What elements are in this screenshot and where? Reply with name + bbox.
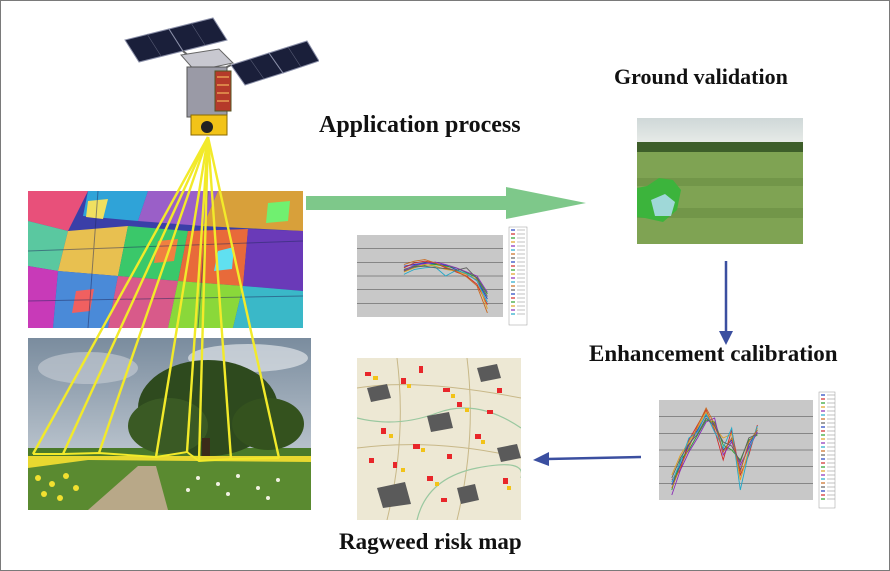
flow-arrow-left — [533, 452, 641, 466]
ground-validation-photo — [637, 118, 803, 244]
spectral-chart-2 — [645, 386, 837, 520]
series-line — [671, 412, 758, 491]
series-line — [671, 407, 758, 489]
series-line — [671, 408, 758, 481]
series-line — [403, 264, 488, 295]
legend-box — [508, 226, 528, 326]
satellite-illustration — [119, 15, 319, 145]
flow-arrow-down — [719, 261, 733, 345]
process-arrow — [306, 187, 586, 219]
series-line — [403, 259, 488, 314]
application-process-label: Application process — [319, 112, 521, 138]
series-line — [671, 417, 758, 496]
series-line — [403, 265, 488, 297]
ragweed-risk-map — [357, 358, 521, 520]
series-line — [403, 260, 488, 305]
series-line — [403, 266, 488, 303]
ground-validation-label: Ground validation — [614, 64, 788, 89]
enhancement-calibration-label: Enhancement calibration — [589, 341, 838, 366]
series-line — [671, 417, 758, 479]
spectral-chart-1 — [341, 221, 529, 339]
ragweed-risk-map-label: Ragweed risk map — [339, 529, 522, 554]
